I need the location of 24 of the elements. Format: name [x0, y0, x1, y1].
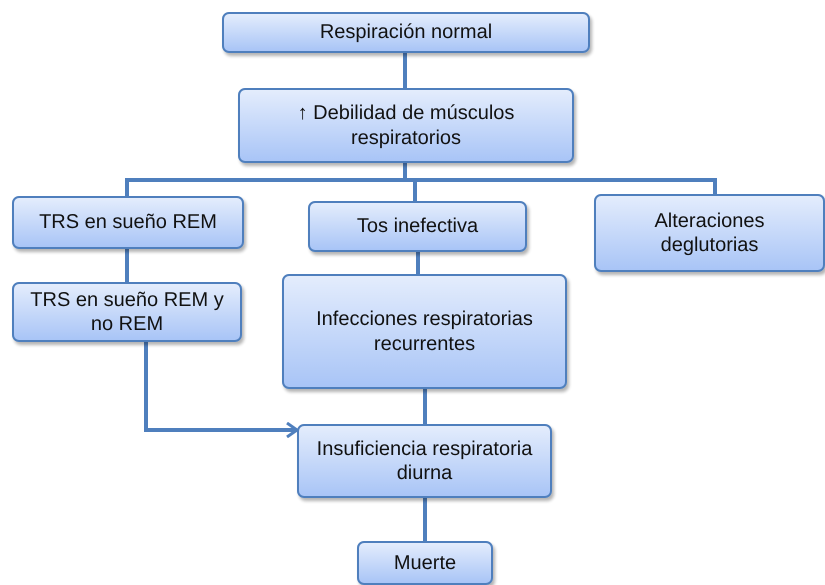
process-box: [357, 541, 493, 585]
box-label: Insuficiencia respiratoria diurna: [316, 436, 534, 486]
box-label: ↑ Debilidad de músculos respiratorios: [296, 101, 516, 150]
process-box: [238, 88, 574, 163]
process-box: [594, 194, 825, 272]
process-box: [12, 282, 242, 342]
process-box: [297, 424, 552, 498]
process-box: [222, 12, 590, 53]
box-label: Tos inefectiva: [356, 214, 478, 239]
arrow: [144, 342, 298, 438]
box-label: Infecciones respiratorias recurrentes: [315, 307, 534, 356]
box-label: TRS en sueño REM y no REM: [29, 288, 225, 336]
box-label: Alteraciones deglutorias: [653, 208, 766, 258]
box-label: Respiración normal: [320, 20, 492, 45]
connector-line: [423, 498, 427, 541]
connector-line: [416, 252, 420, 274]
connector-line: [403, 53, 407, 88]
connector-line: [423, 389, 427, 424]
process-box: [12, 196, 244, 249]
process-box: [282, 274, 567, 389]
process-box: [308, 201, 527, 252]
box-label: Muerte: [394, 550, 456, 576]
connector-line: [125, 249, 129, 282]
box-label: TRS en sueño REM: [39, 210, 217, 235]
